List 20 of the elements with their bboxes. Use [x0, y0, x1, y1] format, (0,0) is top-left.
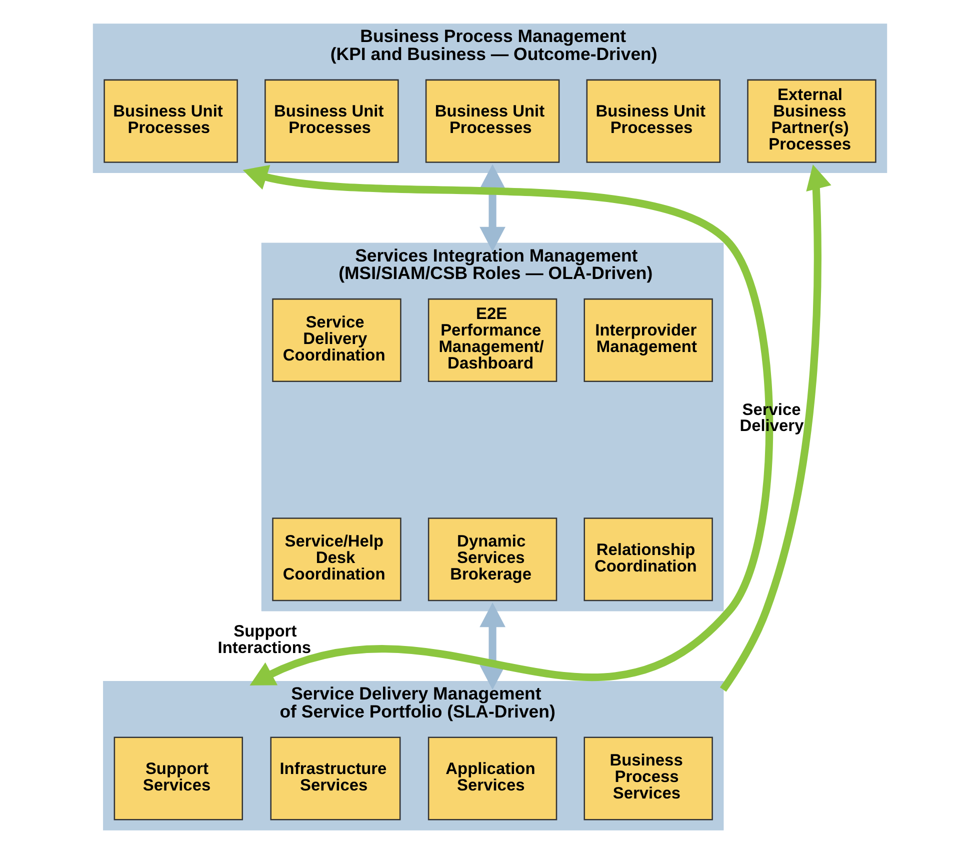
node-box: Infrastructure Services [270, 736, 401, 820]
node-box: Business Unit Processes [425, 78, 560, 162]
node-box: External Business Partner(s) Processes [747, 78, 876, 162]
arrow [242, 164, 774, 685]
arrow [480, 602, 506, 690]
node-box: Service/Help Desk Coordination [272, 517, 402, 601]
node-box: Service Delivery Coordination [272, 298, 402, 382]
arrow [480, 164, 506, 252]
node-box: Business Process Services [584, 736, 713, 820]
edge-label: Support Interactions [218, 622, 312, 656]
node-box: Dynamic Services Brokerage [428, 517, 558, 601]
node-box: Business Unit Processes [264, 78, 399, 162]
node-box: Relationship Coordination [584, 517, 713, 601]
arrow [720, 164, 832, 692]
node-box: Business Unit Processes [586, 78, 721, 162]
node-box: Interprovider Management [584, 298, 713, 382]
node-box: E2E Performance Management/ Dashboard [428, 298, 558, 382]
node-box: Support Services [114, 736, 243, 820]
node-box: Business Unit Processes [104, 78, 238, 162]
node-box: Application Services [428, 736, 558, 820]
